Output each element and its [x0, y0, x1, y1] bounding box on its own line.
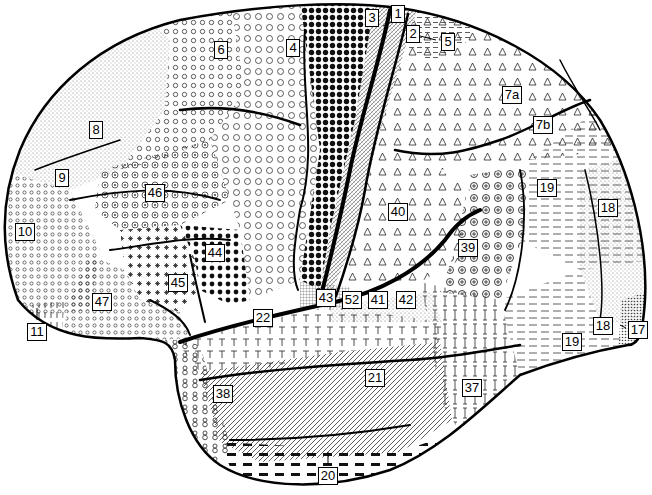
callout-number: 22: [253, 309, 273, 327]
callout-number: 18: [593, 317, 613, 335]
callout-number: 9: [55, 169, 68, 187]
callout-number: 20: [318, 467, 338, 485]
leader-lines: [37, 22, 626, 464]
callout-number: 47: [92, 293, 112, 311]
callout-number: 43: [316, 289, 336, 307]
callout-number: 44: [205, 244, 225, 262]
callout-number: 39: [458, 239, 478, 257]
callout-number: 5: [441, 33, 454, 51]
callout-number: 46: [145, 184, 165, 202]
callout-number: 4: [286, 39, 299, 57]
callout-number: 11: [27, 323, 47, 341]
callout-number: 18: [598, 199, 618, 217]
callout-number: 7a: [502, 86, 522, 104]
callout-number: 6: [214, 41, 227, 59]
callout-number: 41: [368, 291, 388, 309]
callout-number: 19: [562, 333, 582, 351]
sulci: [35, 10, 602, 440]
callout-number: 37: [462, 379, 482, 397]
callout-number: 8: [89, 121, 102, 139]
callout-number: 17: [628, 321, 648, 339]
callout-number: 45: [168, 274, 188, 292]
callout-number: 40: [388, 203, 408, 221]
callout-number: 2: [406, 25, 419, 43]
callout-number: 19: [537, 179, 557, 197]
callout-number: 38: [213, 385, 233, 403]
callout-number: 10: [15, 223, 35, 241]
callout-number: 7b: [533, 116, 553, 134]
brain-outline: [5, 4, 646, 484]
callout-number: 21: [365, 369, 385, 387]
callout-number: 1: [391, 5, 404, 23]
callout-number: 42: [396, 291, 416, 309]
callout-number: 3: [365, 9, 378, 27]
callout-number: 52: [342, 291, 362, 309]
